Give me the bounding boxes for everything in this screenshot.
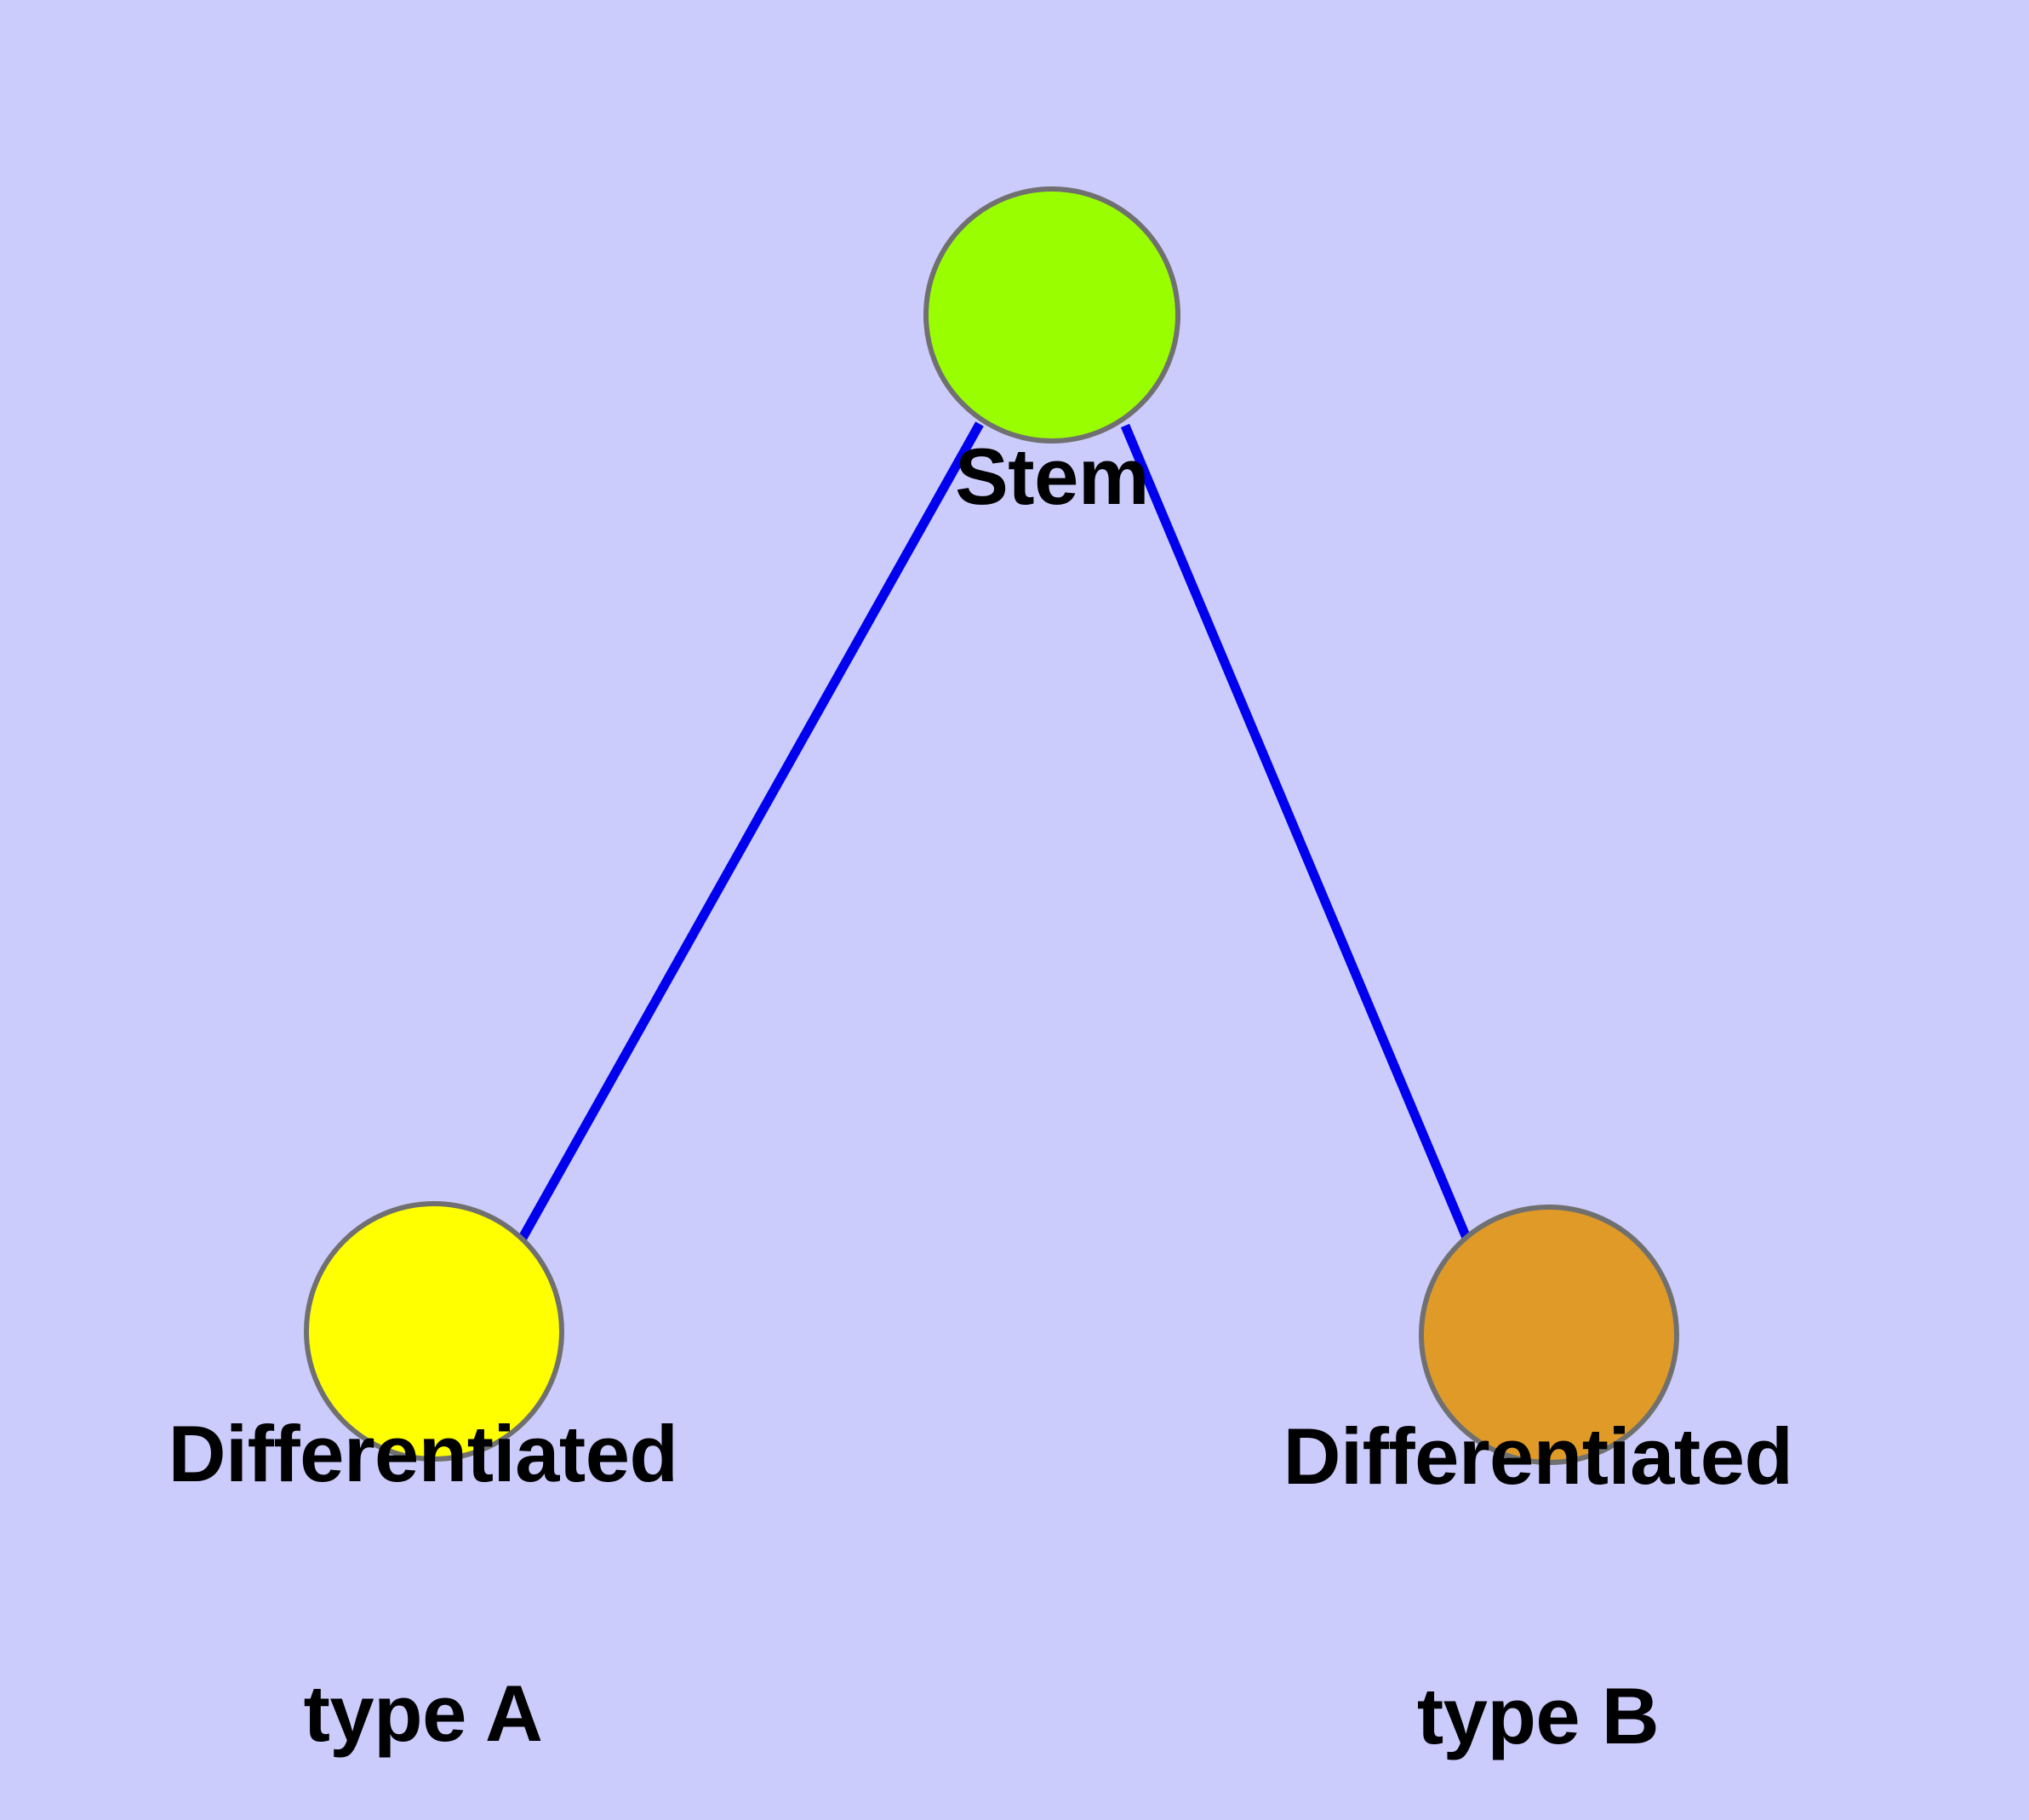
node-diff-a[interactable] [304,1201,564,1462]
edge-stem-to-diff-b[interactable] [1120,423,1472,1240]
edge-stem-to-diff-a[interactable] [517,421,984,1242]
node-diff-b[interactable] [1419,1205,1679,1465]
node-stem[interactable] [923,186,1180,444]
